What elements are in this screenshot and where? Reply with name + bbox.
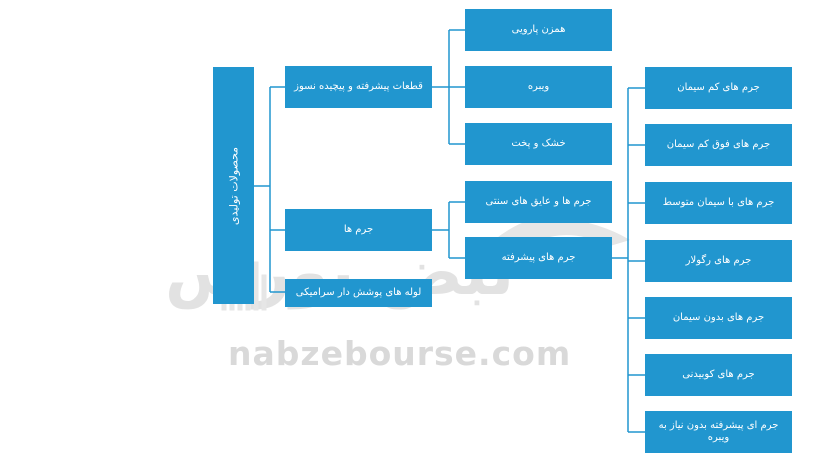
level2-node: جرم های پیشرفته xyxy=(465,237,612,279)
level2-node: همزن پارویی xyxy=(465,9,612,51)
level1-node: لوله های پوشش دار سرامیکی xyxy=(285,279,432,307)
level1-node: جرم ها xyxy=(285,209,432,251)
level3-node: جرم های رگولار xyxy=(645,240,792,282)
level2-node: ویبره xyxy=(465,66,612,108)
root-node-label: محصولات تولیدی xyxy=(227,146,240,225)
root-node: محصولات تولیدی xyxy=(213,67,254,304)
level3-node: جرم های کم سیمان xyxy=(645,67,792,109)
level3-node: جرم های بدون سیمان xyxy=(645,297,792,339)
watermark-url: nabzebourse.com xyxy=(228,334,572,373)
level3-node: جرم های فوق کم سیمان xyxy=(645,124,792,166)
level1-node: قطعات پیشرفته و پیچیده نسوز xyxy=(285,66,432,108)
level2-node: خشک و پخت xyxy=(465,123,612,165)
level2-node: جرم ها و عایق های سنتی xyxy=(465,181,612,223)
level3-node: جرم های کوبیدنی xyxy=(645,354,792,396)
level3-node: جرم ای پیشرفته بدون نیاز به ویبره xyxy=(645,411,792,453)
level3-node: جرم های با سیمان متوسط xyxy=(645,182,792,224)
